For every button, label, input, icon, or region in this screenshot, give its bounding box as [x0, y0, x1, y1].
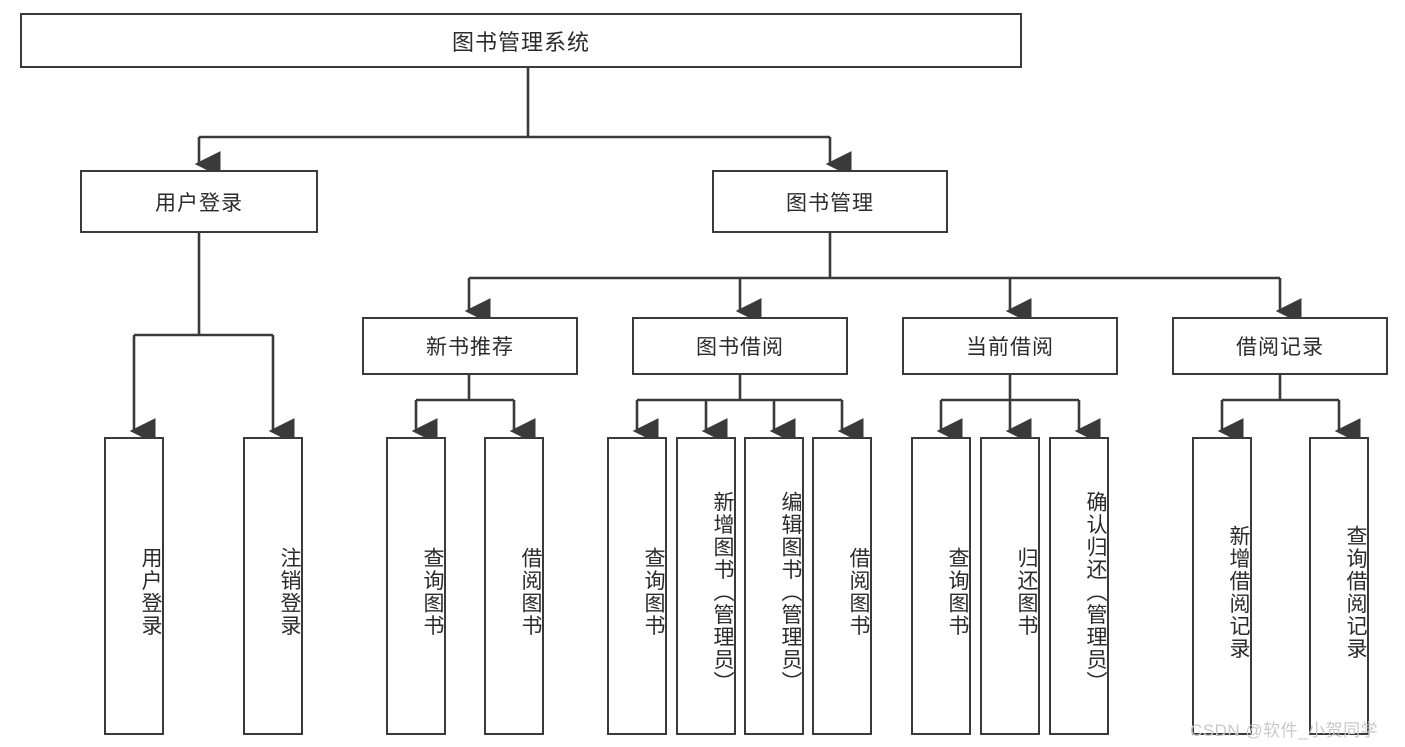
node-leaf-user-login-signout[interactable]: 注销登录 [243, 437, 303, 735]
node-leaf-current-query-label: 查询图书 [946, 547, 969, 637]
node-book-borrow[interactable]: 图书借阅 [632, 317, 848, 375]
node-leaf-user-login-signout-label: 注销登录 [278, 547, 301, 637]
node-leaf-current-query[interactable]: 查询图书 [911, 437, 971, 735]
node-leaf-record-add-label: 新增借阅记录 [1227, 524, 1250, 660]
node-leaf-borrow-add-admin[interactable]: 新增图书（管理员） [676, 437, 736, 735]
node-root-system[interactable]: 图书管理系统 [20, 13, 1022, 68]
node-leaf-borrow-edit-admin[interactable]: 编辑图书（管理员） [744, 437, 804, 735]
node-book-management[interactable]: 图书管理 [712, 170, 948, 233]
node-borrow-record-label: 借阅记录 [1236, 336, 1324, 359]
node-leaf-borrow-lend[interactable]: 借阅图书 [812, 437, 872, 735]
node-new-book-recommend-label: 新书推荐 [426, 336, 514, 359]
node-leaf-borrow-edit-admin-label: 编辑图书（管理员） [779, 490, 802, 694]
node-leaf-borrow-lend-label: 借阅图书 [847, 547, 870, 637]
csdn-watermark: CSDN @软件_小贺同学 [1190, 721, 1379, 740]
node-leaf-newbook-borrow[interactable]: 借阅图书 [484, 437, 544, 735]
node-borrow-record[interactable]: 借阅记录 [1172, 317, 1388, 375]
node-user-login[interactable]: 用户登录 [80, 170, 318, 233]
node-leaf-user-login-signin-label: 用户登录 [139, 547, 162, 637]
node-leaf-current-return[interactable]: 归还图书 [980, 437, 1040, 735]
node-leaf-newbook-query[interactable]: 查询图书 [386, 437, 446, 735]
node-leaf-current-confirm-admin-label: 确认归还（管理员） [1084, 490, 1107, 694]
node-leaf-record-query-label: 查询借阅记录 [1344, 524, 1367, 660]
node-book-management-label: 图书管理 [786, 191, 874, 215]
node-leaf-newbook-borrow-label: 借阅图书 [519, 547, 542, 637]
node-leaf-borrow-add-admin-label: 新增图书（管理员） [711, 490, 734, 694]
node-leaf-borrow-query[interactable]: 查询图书 [607, 437, 667, 735]
node-leaf-record-query[interactable]: 查询借阅记录 [1309, 437, 1369, 735]
node-leaf-current-confirm-admin[interactable]: 确认归还（管理员） [1049, 437, 1109, 735]
node-leaf-current-return-label: 归还图书 [1015, 547, 1038, 637]
node-leaf-borrow-query-label: 查询图书 [642, 547, 665, 637]
node-leaf-user-login-signin[interactable]: 用户登录 [104, 437, 164, 735]
node-book-borrow-label: 图书借阅 [696, 336, 784, 359]
node-new-book-recommend[interactable]: 新书推荐 [362, 317, 578, 375]
node-current-borrow[interactable]: 当前借阅 [902, 317, 1118, 375]
node-root-system-label: 图书管理系统 [451, 29, 590, 55]
node-leaf-record-add[interactable]: 新增借阅记录 [1192, 437, 1252, 735]
node-user-login-label: 用户登录 [155, 191, 243, 215]
node-leaf-newbook-query-label: 查询图书 [421, 547, 444, 637]
node-current-borrow-label: 当前借阅 [966, 336, 1054, 359]
